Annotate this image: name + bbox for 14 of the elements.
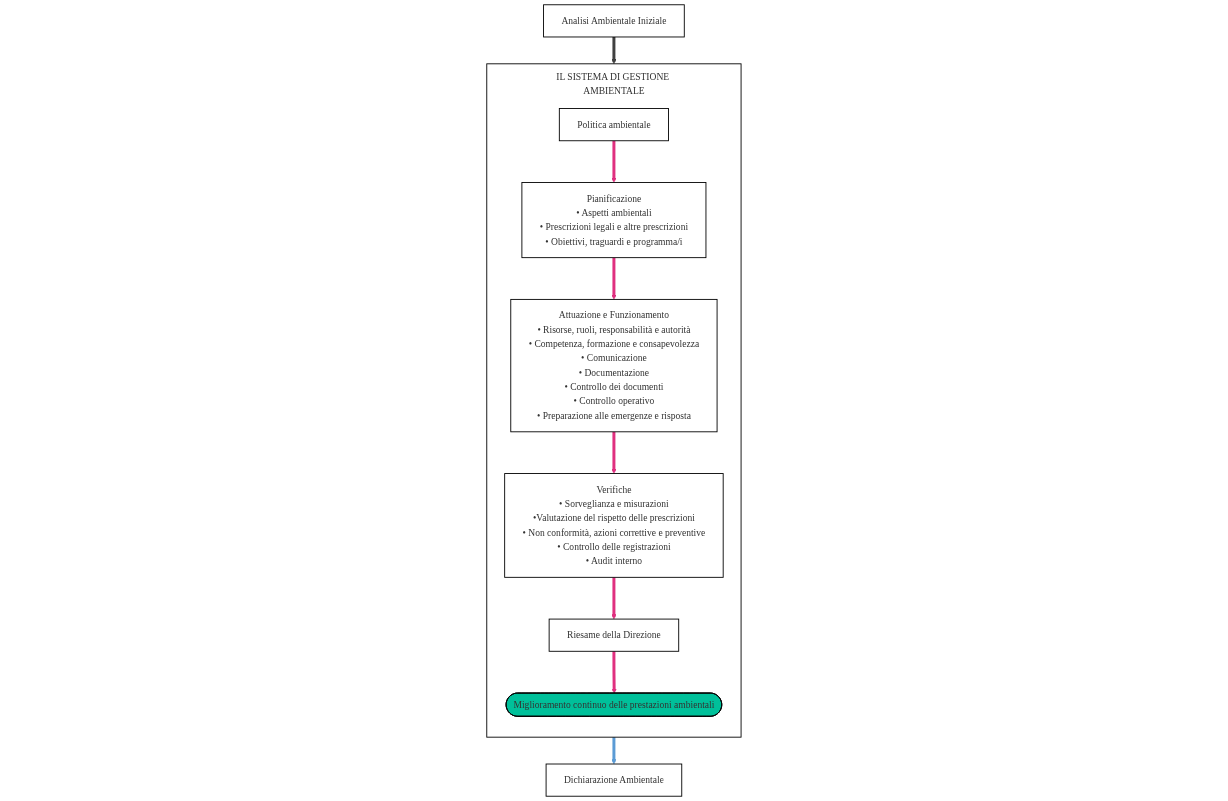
node-box: Politica ambientale: [558, 108, 670, 142]
node-box: Riesame della Direzione: [548, 618, 680, 652]
node-box: Analisi Ambientale Iniziale: [543, 4, 685, 38]
node-box: Attuazione e Funzionamento • Risorse, ruoli, responsabilità e autorità • Competenza, formazione e consapevolezza • Comunicazione • Documentazione • Controllo dei documenti • Controllo operativo • Preparazione alle emergenze e risposta: [510, 298, 718, 433]
arrow: [611, 651, 617, 694]
node-box: Dichiarazione Ambientale: [545, 763, 683, 797]
arrow: [611, 431, 617, 474]
arrow: [611, 37, 617, 65]
arrow: [611, 737, 617, 765]
arrow: [611, 577, 617, 620]
node-box: Pianificazione • Aspetti ambientali • Prescrizioni legali e altre prescrizioni • Obiettivi, traguardi e programma/i: [521, 182, 707, 259]
node-box: Verifiche • Sorveglianza e misurazioni •Valutazione del rispetto delle prescrizioni • Non conformità, azioni correttive e preventive • Controllo delle registrazioni • Audit interno: [504, 473, 724, 578]
arrow: [611, 140, 617, 183]
arrow: [611, 257, 617, 300]
